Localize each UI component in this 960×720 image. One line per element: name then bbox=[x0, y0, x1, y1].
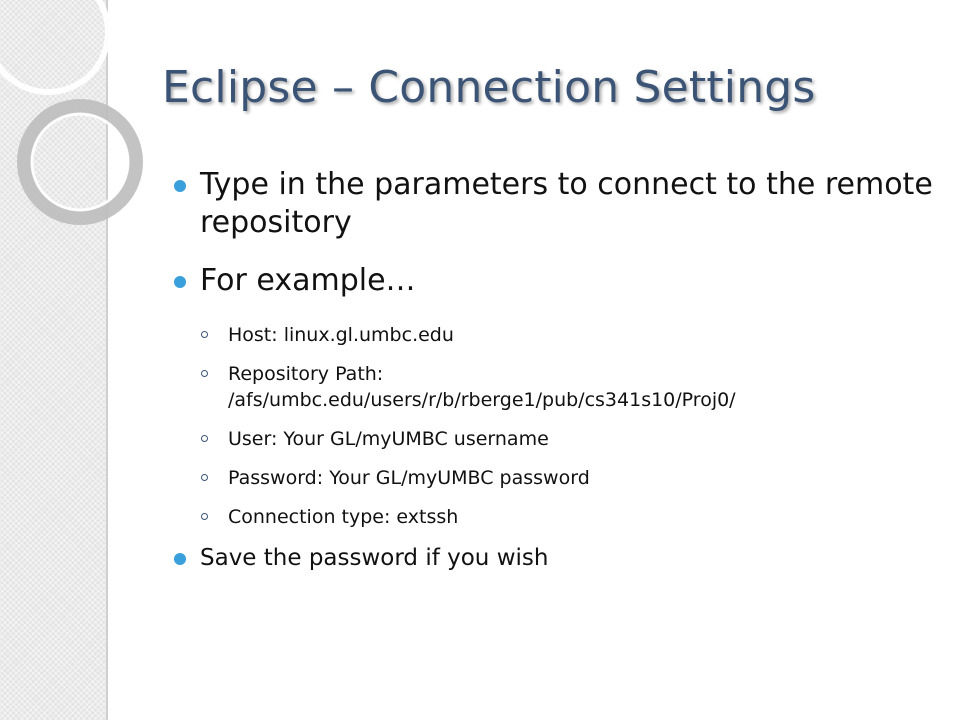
sub-item-text: Password: Your GL/myUMBC password bbox=[228, 467, 590, 489]
bullet-item: For example… bbox=[174, 262, 934, 300]
sub-item-user: User: Your GL/myUMBC username bbox=[174, 426, 934, 452]
sub-item-text: User: Your GL/myUMBC username bbox=[228, 428, 549, 450]
side-panel-edge bbox=[106, 0, 108, 720]
sub-item-host: Host: linux.gl.umbc.edu bbox=[174, 322, 934, 348]
decorative-circle-small-inner bbox=[30, 112, 130, 212]
sub-bullet-ring-icon bbox=[201, 331, 208, 338]
sub-bullet-ring-icon bbox=[201, 513, 208, 520]
sub-item-repository-path: Repository Path: /afs/umbc.edu/users/r/b… bbox=[174, 361, 934, 413]
sub-item-text: Connection type: extssh bbox=[228, 506, 459, 528]
sub-item-text-continued: /afs/umbc.edu/users/r/b/rberge1/pub/cs34… bbox=[228, 389, 736, 411]
bullet-dot-icon bbox=[174, 553, 186, 565]
sub-bullet-ring-icon bbox=[201, 474, 208, 481]
bullet-item: Save the password if you wish bbox=[174, 543, 934, 573]
bullet-text: For example… bbox=[200, 263, 416, 298]
sub-bullet-ring-icon bbox=[201, 370, 208, 377]
sub-item-connection-type: Connection type: extssh bbox=[174, 504, 934, 530]
sub-bullet-ring-icon bbox=[201, 435, 208, 442]
decorative-circle-small bbox=[17, 99, 143, 225]
bullet-dot-icon bbox=[174, 180, 186, 192]
decorative-circles bbox=[0, 0, 143, 225]
bullet-dot-icon bbox=[174, 276, 186, 288]
bullet-text: Save the password if you wish bbox=[200, 545, 549, 571]
slide-title: Eclipse – Connection Settings bbox=[162, 62, 816, 113]
bullet-text: Type in the parameters to connect to the… bbox=[200, 167, 933, 240]
bullet-item: Type in the parameters to connect to the… bbox=[174, 166, 934, 242]
sub-item-text: Host: linux.gl.umbc.edu bbox=[228, 324, 454, 346]
decorative-circle-large bbox=[0, 0, 111, 95]
sub-item-text: Repository Path: bbox=[228, 363, 384, 385]
sub-item-password: Password: Your GL/myUMBC password bbox=[174, 465, 934, 491]
slide-content: Type in the parameters to connect to the… bbox=[174, 166, 934, 573]
